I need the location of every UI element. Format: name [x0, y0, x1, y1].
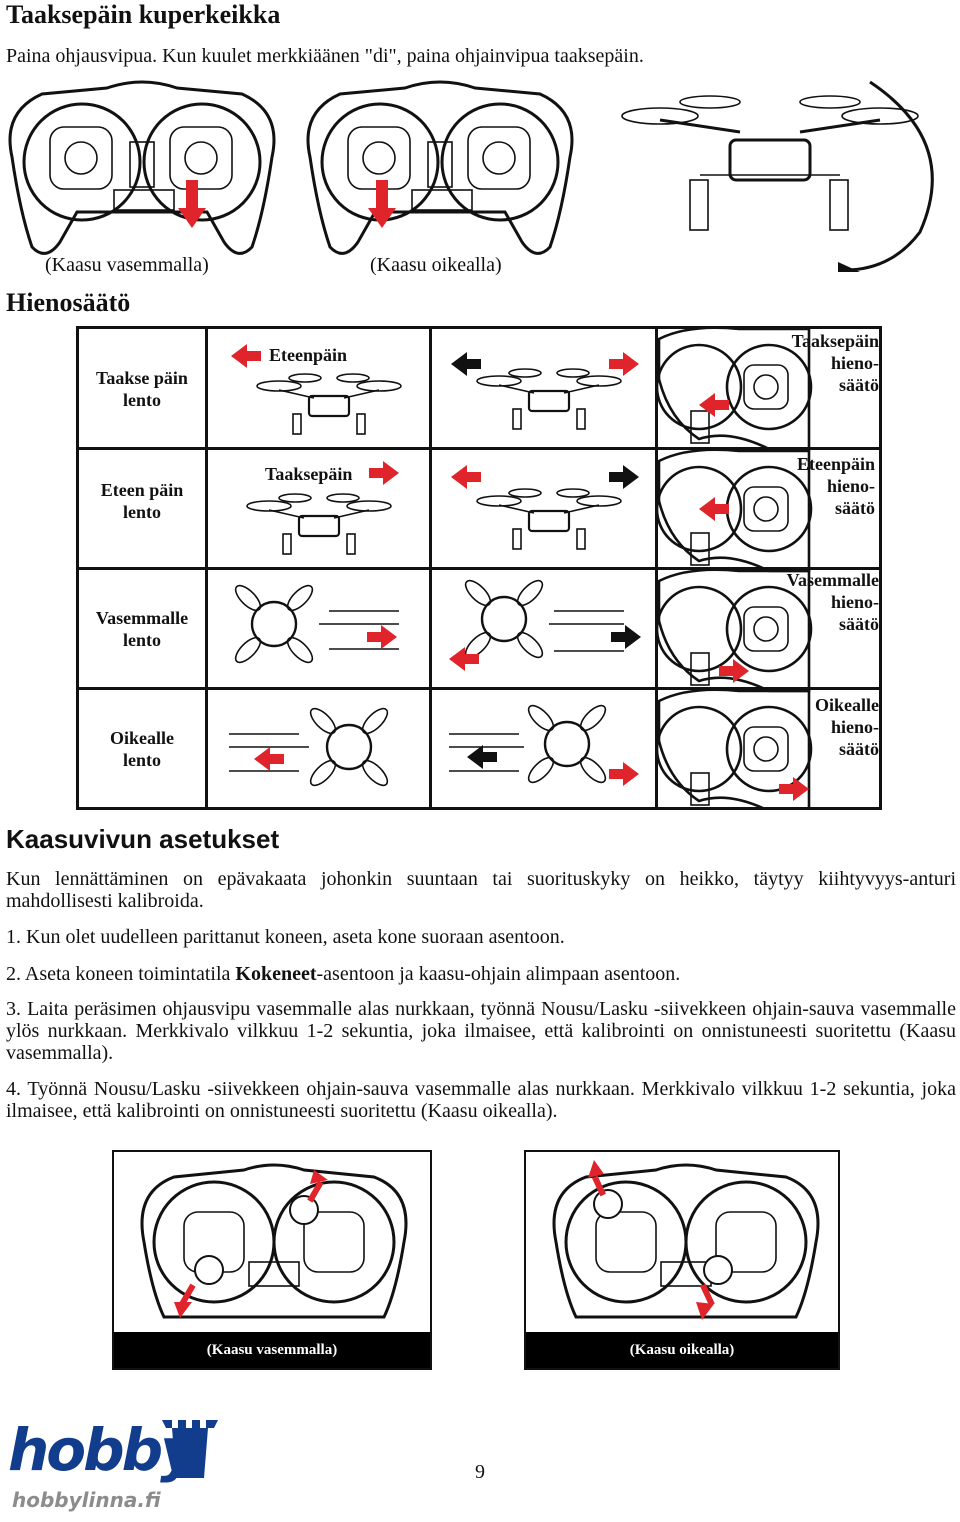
calibration-banner-left: (Kaasu vasemmalla)	[114, 1332, 430, 1368]
trim-heading: Hienosäätö	[6, 288, 131, 317]
calibration-banner-right: (Kaasu oikealla)	[526, 1332, 838, 1368]
calibration-controller-left	[140, 1163, 408, 1319]
row2-flight-label: Eteen päin lento	[100, 480, 184, 522]
step-2-text-pre: 2. Aseta koneen toimintatila	[6, 963, 236, 985]
step-2-text-post: -asentoon ja kaasu-ohjain alimpaan asent…	[316, 963, 681, 985]
throttle-step-4: 4. Työnnä Nousu/Lasku -siivekkeen ohjain…	[6, 1078, 956, 1122]
step-2-mode-name: Kokeneet	[235, 963, 317, 985]
row2-trim-label: Eteenpäin hieno- säätö	[796, 454, 875, 518]
flip-caption-right: (Kaasu oikealla)	[370, 254, 502, 276]
row4-flight-label: Oikealle lento	[110, 728, 174, 770]
flip-illustration	[8, 80, 934, 272]
throttle-heading: Kaasuvivun asetukset	[6, 824, 280, 854]
castle-icon	[162, 1420, 218, 1478]
flip-controller-left	[8, 80, 276, 255]
calibration-figure-right: (Kaasu oikealla)	[524, 1150, 840, 1370]
flip-instruction: Paina ohjausvipua. Kun kuulet merkkiääne…	[6, 45, 644, 67]
row4-trim-label: Oikealle hieno- säätö	[815, 695, 879, 759]
row3-flight-label: Vasemmalle lento	[95, 608, 189, 650]
throttle-intro: Kun lennättäminen on epävakaata johonkin…	[6, 868, 956, 912]
logo-url: hobbylinna.fi	[12, 1488, 161, 1512]
flip-caption-left: (Kaasu vasemmalla)	[45, 254, 209, 276]
flip-heading: Taaksepäin kuperkeikka	[6, 0, 281, 29]
trim-grid: Taakse päin lento Eteenpäin Taaksepäin h…	[76, 326, 882, 810]
row1-move-label: Eteenpäin	[269, 345, 348, 365]
throttle-step-2: 2. Aseta koneen toimintatila Kokeneet-as…	[6, 963, 680, 985]
row1-trim-label: Taaksepäin hieno- säätö	[791, 331, 879, 395]
calibration-figure-left: (Kaasu vasemmalla)	[112, 1150, 432, 1370]
hobbylinna-logo: hobby hobbylinna.fi	[8, 1418, 228, 1518]
throttle-step-3: 3. Laita peräsimen ohjausvipu vasemmalle…	[6, 998, 956, 1064]
row2-move-label: Taaksepäin	[265, 464, 353, 484]
throttle-step-1: 1. Kun olet uudelleen parittanut koneen,…	[6, 926, 565, 948]
trim-illustrations	[229, 329, 813, 807]
flip-controller-right	[306, 80, 574, 255]
logo-wordmark: hobby	[8, 1416, 198, 1484]
page-number: 9	[475, 1461, 485, 1483]
row1-flight-label: Taakse päin lento	[96, 368, 188, 410]
calibration-controller-right	[552, 1160, 820, 1320]
